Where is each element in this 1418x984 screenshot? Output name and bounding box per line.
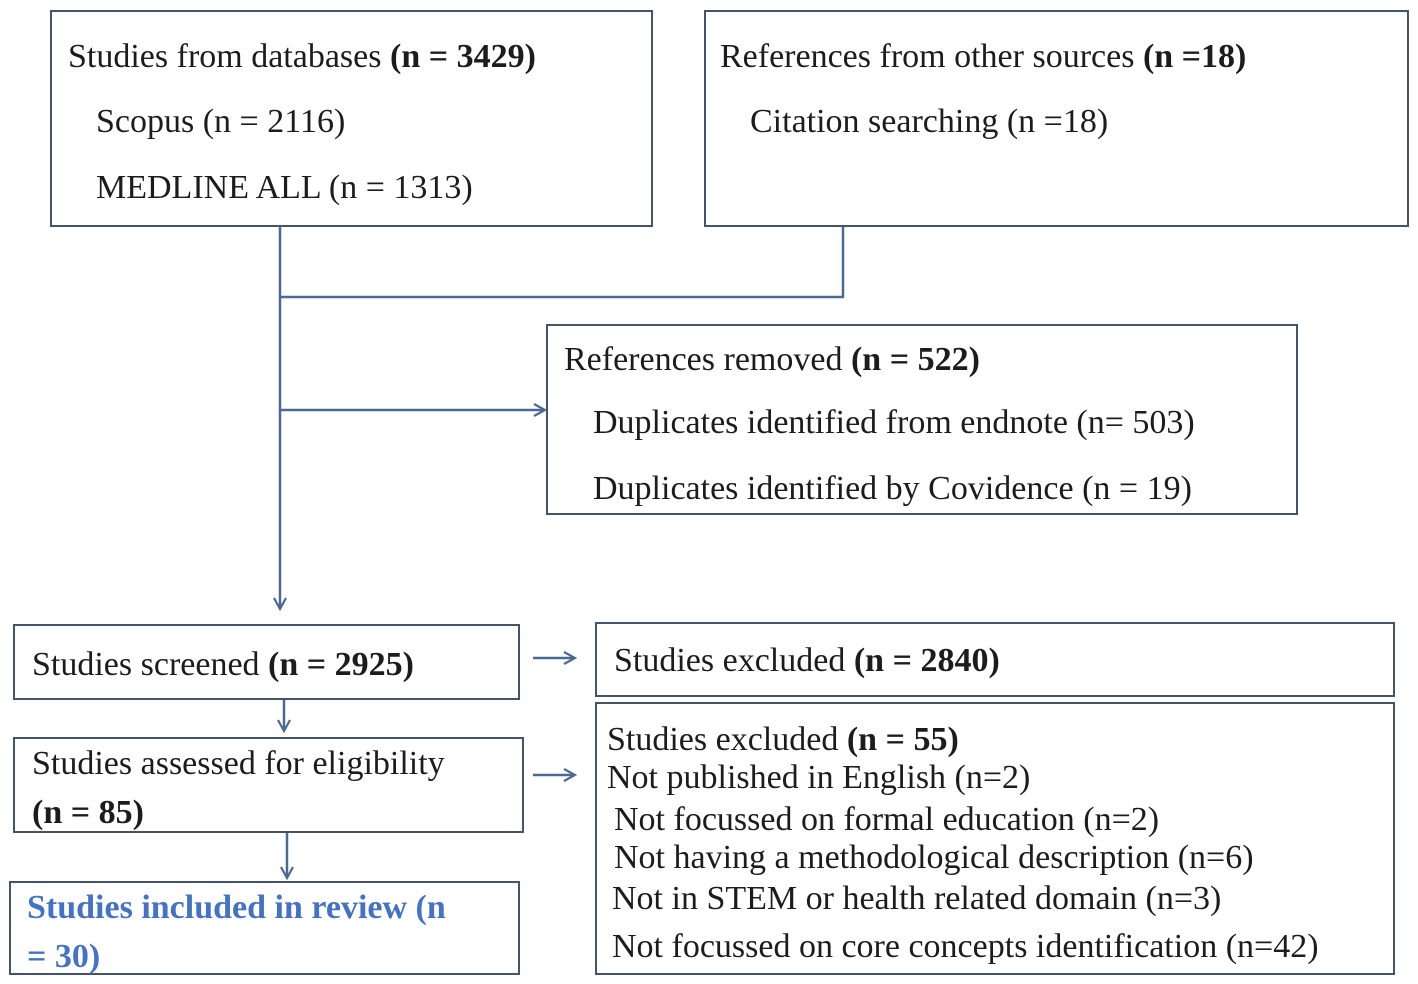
removed-title-text: References removed xyxy=(564,341,851,378)
screened-label: Studies screened (n = 2925) xyxy=(32,648,414,682)
excluded-screen-text: Studies excluded xyxy=(614,642,854,679)
databases-title-text: Studies from databases xyxy=(68,38,390,75)
excluded-screen-count: (n = 2840) xyxy=(853,642,1000,679)
assessed-line1: Studies assessed for eligibility xyxy=(32,745,445,782)
included-line1: Studies included in review (n xyxy=(27,889,446,926)
included-line2: = 30) xyxy=(27,938,101,975)
removed-title-count: (n = 522) xyxy=(850,341,980,378)
screened-text: Studies screened xyxy=(32,646,269,683)
excluded-reason-methodology: Not having a methodological description … xyxy=(614,839,1254,876)
excluded-full-title-text: Studies excluded xyxy=(607,721,847,758)
other-sources-title-count: (n =18) xyxy=(1142,38,1247,75)
removed-item-endnote: Duplicates identified from endnote (n= 5… xyxy=(593,404,1195,441)
excluded-reason-core-concepts: Not focussed on core concepts identifica… xyxy=(612,928,1319,965)
screened-box: Studies screened (n = 2925) xyxy=(13,624,520,700)
excluded-screen-box: Studies excluded (n = 2840) xyxy=(595,622,1395,697)
removed-box: References removed (n = 522) Duplicates … xyxy=(546,324,1298,515)
other-sources-merge-line xyxy=(280,227,845,299)
assessed-box: Studies assessed for eligibility (n = 85… xyxy=(13,737,524,833)
removed-title: References removed (n = 522) xyxy=(564,343,980,377)
other-sources-title: References from other sources (n =18) xyxy=(720,40,1246,74)
excluded-reason-formal-education: Not focussed on formal education (n=2) xyxy=(614,801,1160,838)
screened-count: (n = 2925) xyxy=(268,646,414,683)
excluded-full-box: Studies excluded (n = 55) Not published … xyxy=(595,702,1395,975)
databases-title: Studies from databases (n = 3429) xyxy=(68,40,536,74)
excluded-reason-english: Not published in English (n=2) xyxy=(607,759,1031,796)
excluded-reason-stem: Not in STEM or health related domain (n=… xyxy=(612,880,1222,917)
other-sources-title-text: References from other sources xyxy=(720,38,1143,75)
other-sources-item-citation: Citation searching (n =18) xyxy=(750,103,1109,140)
excluded-full-title-count: (n = 55) xyxy=(846,721,959,758)
databases-item-medline: MEDLINE ALL (n = 1313) xyxy=(96,169,473,206)
removed-item-covidence: Duplicates identified by Covidence (n = … xyxy=(593,470,1192,507)
databases-item-scopus: Scopus (n = 2116) xyxy=(96,103,346,140)
assessed-count: (n = 85) xyxy=(32,794,144,831)
databases-box: Studies from databases (n = 3429) Scopus… xyxy=(50,10,653,227)
excluded-screen-label: Studies excluded (n = 2840) xyxy=(614,644,1000,678)
included-box: Studies included in review (n = 30) xyxy=(9,881,520,975)
other-sources-box: References from other sources (n =18) Ci… xyxy=(704,10,1409,227)
databases-title-count: (n = 3429) xyxy=(390,38,536,75)
excluded-full-title: Studies excluded (n = 55) xyxy=(607,723,959,757)
